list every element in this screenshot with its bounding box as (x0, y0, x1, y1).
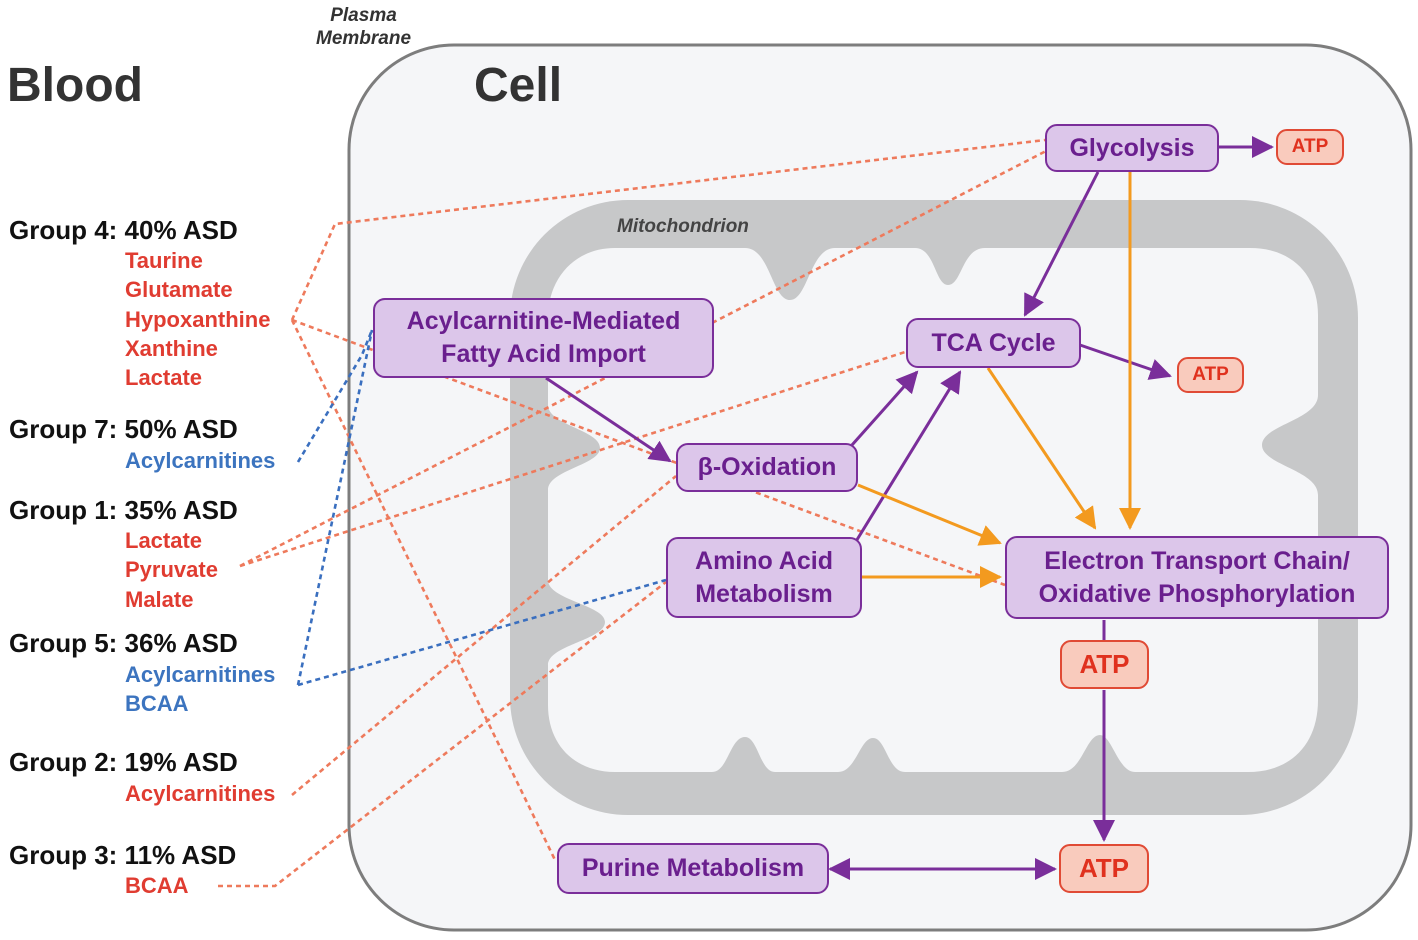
tca-cycle-box: TCA Cycle (906, 318, 1081, 368)
beta-oxidation-box: β-Oxidation (676, 443, 858, 492)
metabolite-xanthine: Xanthine (125, 335, 218, 361)
atp-purine: ATP (1059, 844, 1149, 893)
atp-etc: ATP (1060, 640, 1149, 689)
purine-metabolism-box: Purine Metabolism (557, 843, 829, 894)
dashed-connectors-blue (296, 329, 667, 687)
metabolite-bcaa: BCAA (125, 691, 189, 717)
orange-arrows (857, 172, 1141, 588)
etc-line-1: Electron Transport Chain/ (1044, 546, 1350, 575)
arrow-tca-atp (1079, 343, 1172, 380)
metabolite-pyruvate: Pyruvate (125, 557, 218, 583)
atp-tca: ATP (1177, 357, 1244, 393)
arrow-betaox-etc (857, 483, 1002, 546)
cell-label: Cell (474, 59, 563, 112)
metabolite-acylcarnitines: Acylcarnitines (125, 662, 276, 687)
metabolite-malate: Malate (125, 586, 194, 612)
arrow-betaox-tca (850, 370, 919, 446)
link-group5-aminoacid (297, 578, 667, 687)
metabolite-acylcarnitines: Acylcarnitines (125, 781, 276, 806)
link-group2-betaox (291, 475, 677, 796)
arrow-import-betaox (545, 376, 672, 463)
arrow-aminoacid-tca (853, 370, 962, 544)
group-3-metabolites: BCAA (125, 871, 189, 900)
metabolite-acylcarnitines: Acylcarnitines (125, 448, 276, 473)
group-4-metabolites: Taurine Glutamate Hypoxanthine Xanthine … (125, 246, 270, 392)
group-7-title: Group 7: 50% ASD (9, 414, 238, 444)
blood-label: Blood (7, 59, 143, 112)
acylcarnitine-import-line-1: Acylcarnitine-Mediated (406, 307, 681, 335)
plasma-membrane-line-2: Membrane (316, 28, 412, 49)
metabolite-lactate: Lactate (125, 528, 203, 553)
acylcarnitine-import-line-2: Fatty Acid Import (441, 340, 646, 368)
atp-glycolysis: ATP (1276, 129, 1344, 165)
group-2-metabolites: Acylcarnitines (125, 779, 275, 808)
amino-acid-line-1: Amino Acid (695, 546, 833, 575)
link-group5-acylcarnitine (296, 329, 374, 686)
metabolite-hypoxanthine: Hypoxanthine (125, 306, 271, 332)
group-1-title: Group 1: 35% ASD (9, 495, 238, 525)
group-5-metabolites: Acylcarnitines BCAA (125, 660, 275, 719)
group-5-title: Group 5: 36% ASD (9, 628, 238, 658)
arrow-glycolysis-tca (1023, 171, 1100, 317)
group-2-title: Group 2: 19% ASD (9, 747, 238, 777)
link-group3-aminoacid (218, 580, 667, 888)
etc-line-2: Oxidative Phosphorylation (1038, 579, 1356, 608)
metabolite-bcaa: BCAA (125, 873, 189, 898)
link-hypoxanthine-purine (290, 319, 558, 863)
plasma-membrane-label: Plasma Membrane (316, 4, 411, 50)
purple-arrows (545, 136, 1274, 880)
acylcarnitine-import-box: Acylcarnitine-Mediated Fatty Acid Import (373, 298, 714, 378)
amino-acid-metabolism-box: Amino Acid Metabolism (666, 537, 862, 618)
plasma-membrane-line-1: Plasma (330, 5, 397, 26)
metabolite-glutamate: Glutamate (125, 277, 233, 303)
group-4-title: Group 4: 40% ASD (9, 215, 238, 245)
metabolite-taurine: Taurine (125, 248, 203, 273)
group-1-metabolites: Lactate Pyruvate Malate (125, 526, 218, 614)
glycolysis-box: Glycolysis (1045, 124, 1219, 172)
metabolite-lactate: Lactate (125, 365, 203, 391)
electron-transport-chain-box: Electron Transport Chain/ Oxidative Phos… (1005, 536, 1389, 619)
group-3-title: Group 3: 11% ASD (9, 840, 237, 870)
amino-acid-line-2: Metabolism (695, 579, 833, 608)
mitochondrion-label: Mitochondrion (617, 216, 749, 237)
group-7-metabolites: Acylcarnitines (125, 446, 275, 475)
arrow-tca-etc (986, 367, 1097, 530)
